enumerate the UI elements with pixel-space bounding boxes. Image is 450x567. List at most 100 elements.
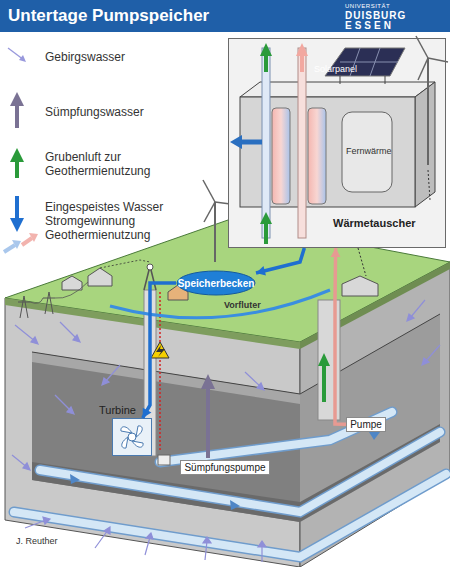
cavern-part: [32, 352, 300, 404]
rock-water-arrows-part: [102, 378, 109, 385]
surface-part: [100, 260, 150, 268]
logo-text: ESSEN: [345, 20, 394, 31]
pump-box: Pumpe: [346, 417, 386, 432]
heat-exchanger-building-part: [340, 62, 398, 63]
pump-shaft: [318, 300, 340, 420]
rock-water-arrows-part: [410, 300, 425, 318]
node-text: Speicherbecken: [178, 278, 255, 289]
rock-water-arrows-part: [407, 314, 414, 321]
surface-part: [342, 276, 378, 296]
turbine-icon-part: [132, 441, 143, 447]
rock-water-arrows-part: [43, 517, 50, 524]
legend-text: Sümpfungswasser: [45, 105, 144, 119]
heat-exchanger-building: [229, 36, 448, 247]
tunnels: [14, 412, 446, 557]
surface-part: [43, 298, 55, 299]
tunnels-part: [160, 412, 392, 462]
tunnels-part: [160, 412, 392, 462]
tunnels-part: [40, 432, 440, 512]
rock-water-arrows-part: [205, 541, 207, 560]
rock-block: [5, 220, 450, 567]
logo-text: UNIVERSITÄT: [345, 3, 390, 9]
rock-water-arrows-part: [257, 383, 264, 390]
heat-exchanger-building-part: [428, 58, 448, 62]
heat-exchanger-building-part: [416, 36, 428, 58]
pump-shaft-part: [318, 300, 340, 420]
legend-arrows-part: [29, 233, 38, 242]
arrow-head: [143, 408, 152, 418]
surface-part: [204, 202, 215, 222]
surface-part: [358, 248, 366, 276]
rock-water-arrows-part: [67, 407, 74, 414]
heat-exchanger-building-part: [427, 58, 429, 165]
tunnels-part: [230, 500, 240, 510]
rock-water-arrows-part: [203, 537, 211, 543]
rock-water-arrows-part: [425, 345, 440, 362]
legend-arrows-part: [15, 104, 19, 128]
legend-arrows-part: [12, 240, 21, 249]
surface-part: [203, 180, 215, 202]
rock-water-arrows-part: [104, 527, 110, 534]
heat-exchanger-building-part: [296, 43, 308, 56]
surface-part: [88, 268, 112, 286]
turbine-icon-part: [136, 426, 142, 437]
sump-water-arrow-part: [201, 374, 215, 389]
heat-exchanger-building-part: [300, 54, 304, 72]
surface-part: [20, 296, 24, 318]
rock-water-arrows-part: [23, 463, 30, 470]
rock-water-arrows-part: [31, 337, 38, 344]
heat-exchanger-building-part: [418, 58, 428, 80]
legend-arrows-part: [10, 92, 24, 106]
node-text: Turbine: [99, 404, 136, 416]
reservoir-ellipse: Speicherbecken: [176, 270, 256, 296]
surface-part: [49, 292, 53, 314]
turbine-icon: [113, 419, 170, 465]
legend-arrows: [4, 48, 38, 252]
heat-exchanger-building-part: [229, 39, 445, 247]
node-text: Pumpe: [350, 419, 382, 431]
logo-text: DUISBURG: [345, 10, 406, 21]
tunnels-part: [14, 474, 446, 557]
rock-water-arrows-part: [422, 358, 429, 365]
legend-arrows-part: [22, 238, 32, 245]
legend-text: Grubenluft zur Geothermienutzung: [45, 150, 150, 178]
ellipse-fill: [177, 271, 255, 295]
legend-entry: Grubenluft zur Geothermienutzung: [45, 150, 157, 178]
surface-part: [30, 282, 88, 303]
node-text: Sümpfungspumpe: [184, 462, 265, 474]
diagram-title: Untertage Pumpspeicher: [8, 6, 209, 26]
legend-arrows-part: [4, 245, 15, 252]
rock-water-arrows-part: [258, 541, 266, 547]
heat-exchanger-building-part: [260, 212, 272, 224]
legend-arrows-part: [10, 148, 24, 162]
heat-exchanger-building-part: [230, 135, 242, 149]
turbine-icon-part: [128, 433, 136, 441]
main-shaft-part: [151, 342, 169, 358]
flow-connector: [256, 248, 304, 273]
pump-box: Sümpfungspumpe: [180, 460, 270, 475]
part-label: Solarpanel: [314, 64, 357, 74]
pump-shaft-part: [318, 353, 330, 366]
rock-water-arrows-part: [25, 520, 46, 528]
surface-part: [24, 296, 28, 318]
tunnels-part: [14, 474, 446, 557]
heat-exchanger-building-part: [264, 222, 268, 244]
heat-exchanger-building-part: [240, 140, 262, 145]
flow-connector: [335, 248, 346, 424]
sump-water-arrow: [201, 374, 215, 458]
legend-entry: Eingespeistes Wasser Stromgewinnung Geot…: [45, 200, 170, 242]
tunnels-part: [369, 432, 380, 440]
surface-part: [62, 276, 82, 290]
heat-exchanger-building-part: [342, 112, 392, 192]
legend-text: Eingespeistes Wasser Stromgewinnung Geot…: [45, 200, 163, 242]
flow-connector: [143, 283, 176, 418]
legend-entry: Sümpfungswasser: [45, 105, 165, 119]
header-bar: [0, 0, 450, 32]
turbine-icon-part: [113, 419, 151, 455]
heat-exchanger-building-part: [262, 48, 270, 238]
rock-water-arrows-part: [146, 533, 153, 539]
rock-water-arrows-part: [105, 365, 120, 382]
heat-exchanger-building-part: [308, 108, 326, 204]
legend-arrows-part: [19, 55, 26, 62]
